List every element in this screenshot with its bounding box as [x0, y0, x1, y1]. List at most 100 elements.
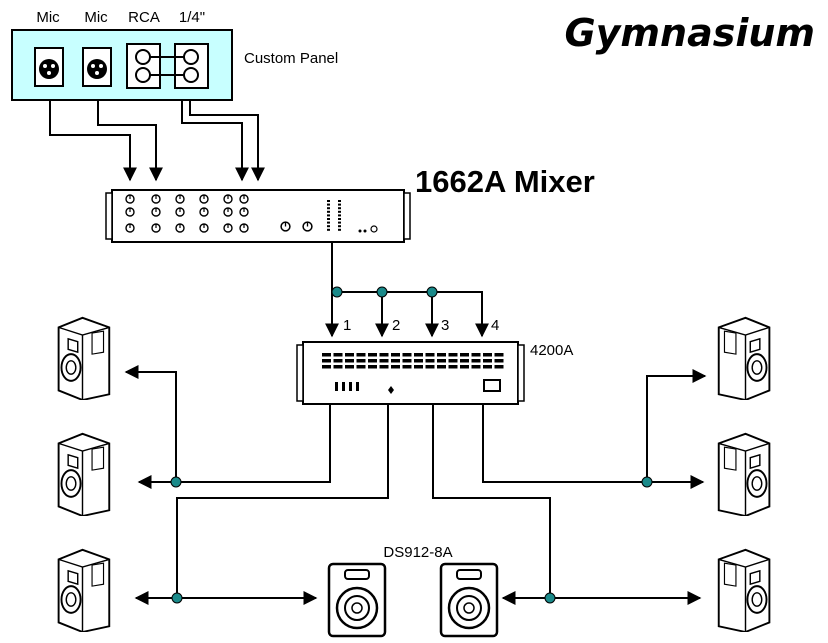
amp-vent-slot [448, 353, 458, 357]
knob-icon [125, 207, 135, 217]
panel-connector-label-mic-1: Mic [36, 9, 60, 26]
amp-vent-slot [333, 359, 343, 363]
amp-channel-label-1: 1 [343, 317, 351, 334]
amp-vent-slot [379, 365, 389, 369]
amp-vent-slot [437, 359, 446, 363]
junction-dot [641, 476, 653, 488]
panel-connector-label-mic-2: Mic [84, 9, 108, 26]
level-meter-segment [338, 225, 341, 228]
amp-vent-slot [391, 365, 400, 369]
junction-dot [544, 592, 556, 604]
level-meter-segment [327, 228, 330, 231]
amp-vent-slot [333, 353, 343, 357]
knob-icon [151, 207, 161, 217]
amp-channel-label-2: 2 [392, 317, 400, 334]
amp-vent-slot [494, 353, 504, 357]
knob-icon [151, 223, 161, 233]
amplifier-label: 4200A [530, 342, 573, 359]
amp-vent-slot [414, 365, 423, 369]
amp-vent-slot [322, 359, 331, 363]
speaker-right-middle-icon [717, 432, 771, 516]
amp-vent-slot [368, 359, 377, 363]
amp-control-bar [349, 382, 352, 391]
panel-connector-label-rca: RCA [128, 9, 160, 26]
level-meter-segment [338, 221, 341, 224]
knob-icon [239, 223, 249, 233]
amp-vent-slot [356, 359, 366, 363]
amp-vent-slot [356, 365, 366, 369]
mixer-label: 1662A Mixer [415, 164, 595, 199]
amp-vent-slot [471, 353, 481, 357]
amp-vent-slot [448, 359, 458, 363]
amp-vent-slot [391, 353, 400, 357]
floor-monitor-left-icon [327, 562, 387, 638]
amp-vent-slot [437, 365, 446, 369]
junction-dot [426, 286, 438, 298]
amp-channel-label-4: 4 [491, 317, 499, 334]
amp-vent-slot [333, 365, 343, 369]
diagram-title: Gymnasium [564, 11, 815, 55]
amp-vent-slot [448, 365, 458, 369]
level-meter-segment [327, 210, 330, 213]
amp-vent-slot [345, 359, 354, 363]
knob-icon [302, 221, 313, 232]
junction-dot [170, 476, 182, 488]
knob-icon [151, 194, 161, 204]
junction-dot [376, 286, 388, 298]
level-meter-segment [327, 218, 330, 220]
amp-vent-slot [494, 359, 504, 363]
level-meter-segment [338, 218, 341, 220]
amp-vent-slot [437, 353, 446, 357]
amp-vent-slot [483, 353, 492, 357]
amp-vent-slot [414, 359, 423, 363]
junction-dot [331, 286, 343, 298]
amp-control-bar [356, 382, 359, 391]
level-meter-segment [327, 203, 330, 206]
xlr-jack-icon [34, 46, 64, 88]
floor-monitor-right-icon [439, 562, 499, 638]
amp-vent-slot [460, 353, 469, 357]
knob-icon [239, 207, 249, 217]
level-meter-segment [338, 207, 341, 210]
amp-vent-slot [483, 365, 492, 369]
level-meter-segment [327, 214, 330, 217]
custom-panel [11, 29, 233, 101]
knob-icon [125, 223, 135, 233]
amp-vent-slot [483, 359, 492, 363]
junction-dot [171, 592, 183, 604]
amp-vent-slot [345, 353, 354, 357]
power-switch-icon [483, 379, 501, 392]
level-meter-segment [338, 210, 341, 213]
level-meter-segment [338, 214, 341, 217]
knob-icon [280, 221, 291, 232]
knob-icon [175, 194, 185, 204]
amp-vent-slot [379, 353, 389, 357]
amp-vent-slot [460, 359, 469, 363]
knob-icon [199, 194, 209, 204]
level-meter-segment [327, 225, 330, 228]
amp-vent-slot [322, 365, 331, 369]
amp-vent-slot [494, 365, 504, 369]
amp-channel-label-3: 3 [441, 317, 449, 334]
mixer-unit [105, 189, 411, 243]
amp-vent-slot [402, 359, 412, 363]
panel-connector-label-quarter-inch: 1/4" [179, 9, 205, 26]
knob-icon [125, 194, 135, 204]
amp-control-bar [335, 382, 338, 391]
level-meter-segment [327, 221, 330, 224]
level-meter-segment [338, 200, 341, 202]
amp-vent-slot [402, 353, 412, 357]
level-meter-segment [338, 203, 341, 206]
knob-icon [239, 194, 249, 204]
amp-vent-slot [379, 359, 389, 363]
knob-icon [199, 207, 209, 217]
amplifier-unit [296, 341, 525, 405]
speaker-right-top-icon [717, 316, 771, 400]
amp-vent-slot [345, 365, 354, 369]
amp-vent-slot [414, 353, 423, 357]
knob-icon [175, 223, 185, 233]
xlr-jack-icon [82, 46, 112, 88]
amp-vent-slot [425, 353, 435, 357]
amp-vent-slot [391, 359, 400, 363]
